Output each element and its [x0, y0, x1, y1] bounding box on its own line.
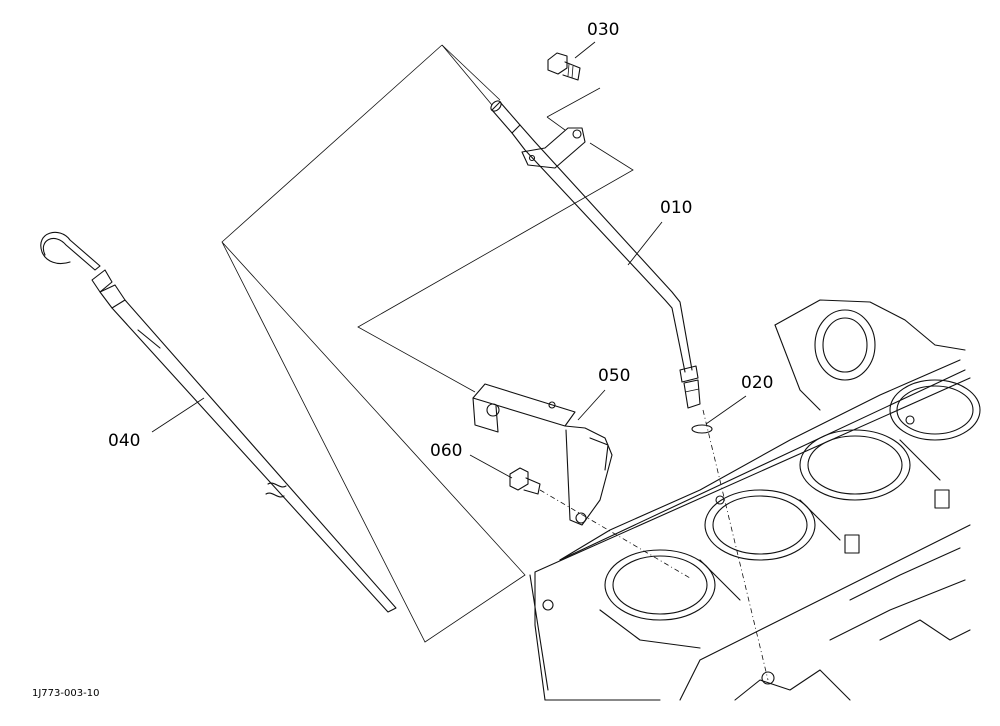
assembly-line-tube	[702, 409, 769, 681]
callout-060: 060	[430, 441, 462, 461]
callout-040: 040	[108, 431, 140, 451]
figure-reference: 1J773-003-10	[32, 688, 99, 699]
leader-060	[469, 454, 513, 479]
dipstick	[40, 231, 397, 613]
leader-040	[151, 397, 205, 433]
group-frame-outline	[221, 44, 634, 643]
leader-020	[705, 395, 747, 425]
callout-030: 030	[587, 20, 619, 40]
leader-050	[577, 389, 606, 421]
leader-010	[627, 221, 663, 266]
engine-block	[529, 299, 981, 701]
o-ring	[691, 424, 713, 434]
bolt-030	[547, 52, 581, 81]
callout-020: 020	[741, 373, 773, 393]
bolt-060	[509, 467, 541, 495]
gauge-bracket	[472, 383, 613, 526]
group-frame	[441, 44, 501, 101]
assembly-line-bolt	[539, 489, 691, 579]
tube-bracket	[521, 127, 586, 169]
guide-tube	[490, 100, 701, 409]
callout-010: 010	[660, 198, 692, 218]
callout-050: 050	[598, 366, 630, 386]
leader-030	[574, 41, 596, 59]
